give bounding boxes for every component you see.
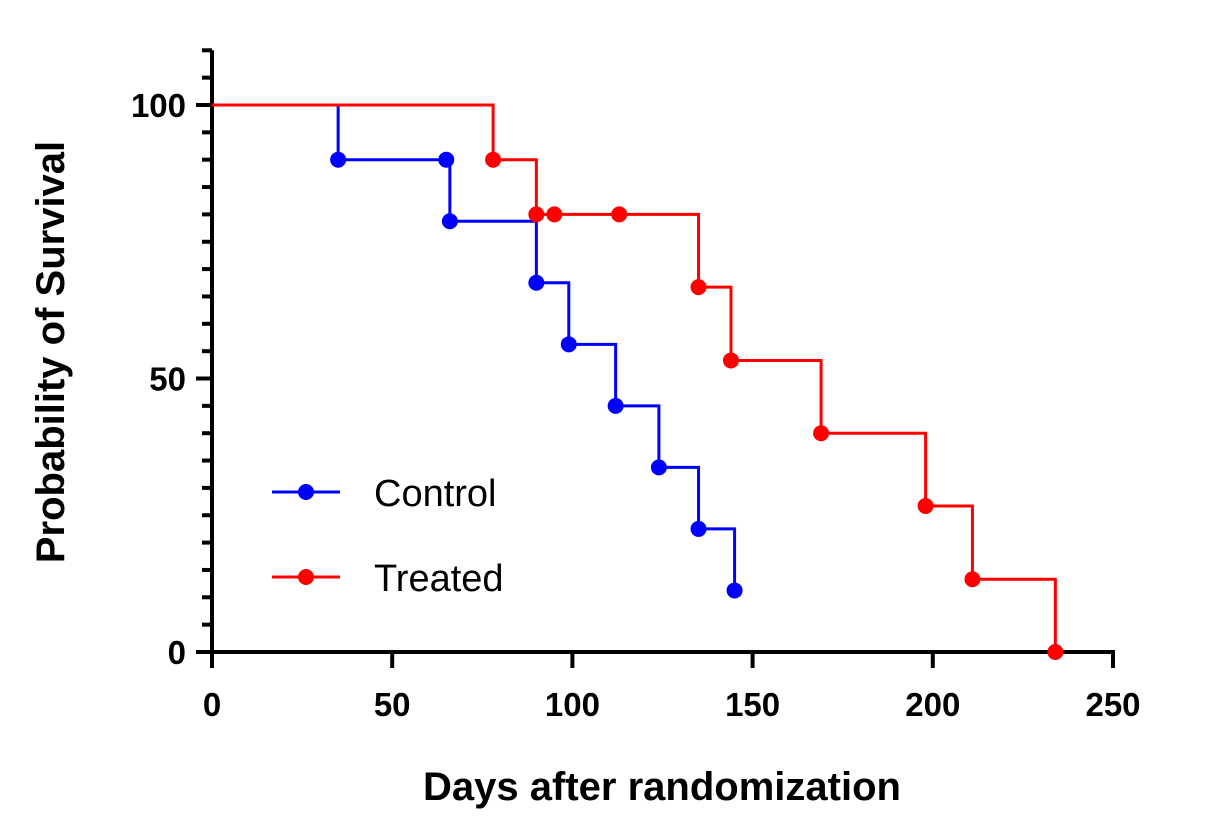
marker-treated — [964, 571, 981, 588]
x-tick-label: 0 — [203, 686, 221, 723]
marker-control — [528, 274, 545, 291]
marker-treated — [528, 206, 545, 223]
legend-label-treated: Treated — [374, 558, 504, 600]
y-tick-label: 0 — [168, 634, 186, 671]
legend-label-control: Control — [374, 473, 497, 515]
marker-treated — [690, 279, 707, 296]
marker-control — [330, 151, 347, 168]
marker-control — [607, 397, 624, 414]
marker-treated — [813, 425, 830, 442]
x-tick-label: 100 — [545, 686, 600, 723]
marker-control — [441, 213, 458, 230]
legend: Control Treated — [272, 473, 504, 600]
series-line-control — [212, 103, 737, 591]
y-axis-label: Probability of Survival — [29, 141, 73, 563]
y-tick-label: 50 — [149, 361, 186, 398]
marker-treated — [917, 497, 934, 514]
marker-control — [650, 459, 667, 476]
legend-marker-control — [298, 484, 314, 500]
x-tick-label: 250 — [1085, 686, 1140, 723]
marker-treated — [546, 206, 563, 223]
x-tick-label: 150 — [725, 686, 780, 723]
marker-treated — [722, 352, 739, 369]
marker-treated — [1047, 644, 1064, 660]
marker-control — [726, 582, 743, 599]
series-line-treated — [212, 103, 1057, 652]
x-tick-label: 50 — [374, 686, 411, 723]
marker-control — [438, 151, 455, 168]
x-axis-label: Days after randomization — [423, 765, 901, 809]
marker-treated — [485, 151, 502, 168]
marker-control — [690, 520, 707, 537]
x-tick-label: 200 — [905, 686, 960, 723]
marker-control — [560, 336, 577, 353]
marker-treated — [611, 206, 628, 223]
legend-marker-treated — [298, 569, 314, 585]
y-tick-label: 100 — [131, 87, 186, 124]
